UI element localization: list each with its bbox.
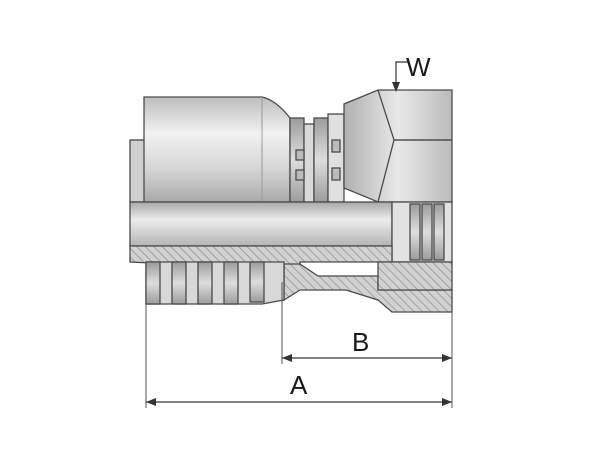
barb-ribs <box>145 261 285 305</box>
stem <box>129 201 393 247</box>
ferrule <box>129 96 291 203</box>
dimension-a: A <box>146 370 452 406</box>
label-a: A <box>290 370 308 400</box>
nut-section <box>391 201 453 263</box>
label-w: W <box>406 52 431 82</box>
callout-w: W <box>392 52 431 92</box>
extension-lines <box>145 282 453 408</box>
collar-rings <box>289 113 345 203</box>
label-b: B <box>352 327 369 357</box>
dimension-b: B <box>282 327 452 362</box>
swivel-nut-hex <box>343 89 453 203</box>
